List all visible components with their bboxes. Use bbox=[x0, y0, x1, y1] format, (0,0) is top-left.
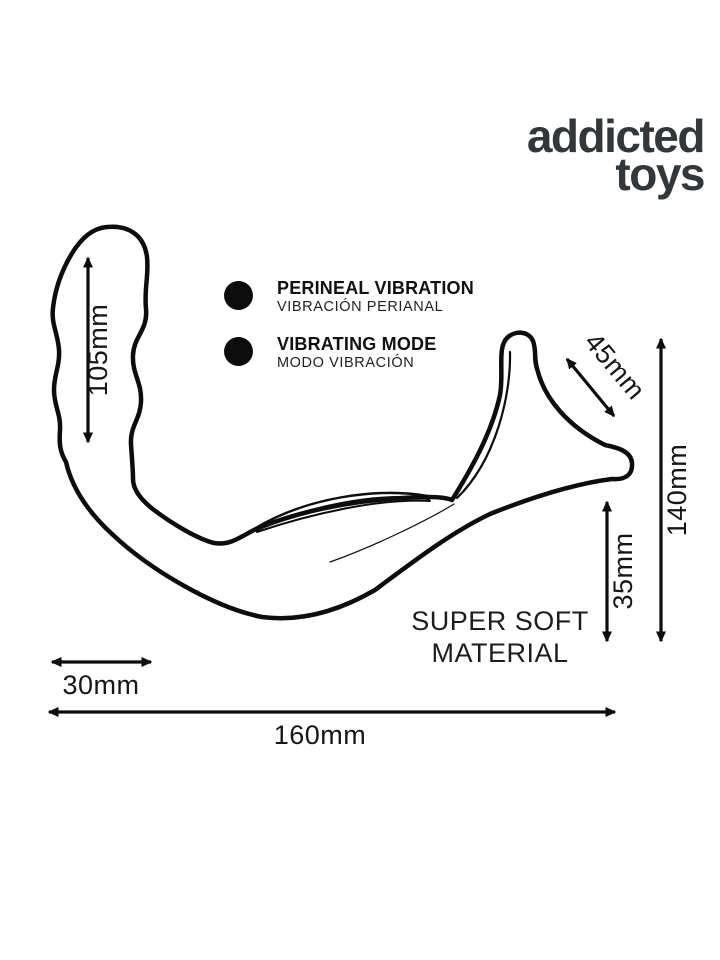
dimension-label-35mm: 35mm bbox=[608, 532, 638, 609]
dimension-label-45mm: 45mm bbox=[579, 327, 651, 405]
dimension-label-105mm: 105mm bbox=[83, 304, 113, 397]
feature-text: VIBRATING MODE MODO VIBRACIÓN bbox=[277, 333, 437, 373]
feature-subtitle: MODO VIBRACIÓN bbox=[277, 355, 415, 372]
band-crease-line bbox=[252, 491, 430, 531]
feature-perineal-vibration: PERINEAL VIBRATION VIBRACIÓN PERIANAL bbox=[224, 278, 474, 317]
material-note-line2: MATERIAL bbox=[431, 637, 569, 668]
arm-crease-line bbox=[455, 350, 512, 500]
band-crease-line bbox=[253, 496, 431, 532]
feature-text: PERINEAL VIBRATION VIBRACIÓN PERIANAL bbox=[277, 278, 474, 317]
brand-logo-line1: addicted bbox=[526, 110, 706, 162]
product-outline bbox=[50, 224, 635, 621]
feature-subtitle: VIBRACIÓN PERIANAL bbox=[277, 299, 444, 316]
dimension-label-160mm: 160mm bbox=[274, 720, 367, 750]
feature-vibrating-mode: VIBRATING MODE MODO VIBRACIÓN bbox=[224, 333, 474, 373]
band-crease-line bbox=[256, 499, 431, 533]
brand-logo: addicted toys bbox=[526, 110, 706, 200]
dimension-arrow-45mm bbox=[565, 357, 616, 418]
dimension-label-140mm: 140mm bbox=[662, 444, 692, 537]
bullet-circle-icon bbox=[224, 336, 253, 366]
material-note-line1: SUPER SOFT bbox=[411, 606, 589, 636]
band-thin-crease-line bbox=[329, 503, 455, 563]
feature-title: VIBRATING MODE bbox=[277, 333, 437, 354]
dimension-label-30mm: 30mm bbox=[62, 670, 139, 700]
material-note: SUPER SOFT MATERIAL bbox=[392, 606, 608, 670]
feature-list: PERINEAL VIBRATION VIBRACIÓN PERIANAL VI… bbox=[224, 278, 474, 373]
feature-title: PERINEAL VIBRATION bbox=[277, 278, 474, 298]
bullet-circle-icon bbox=[224, 281, 253, 310]
brand-logo-line2: toys bbox=[615, 147, 705, 200]
